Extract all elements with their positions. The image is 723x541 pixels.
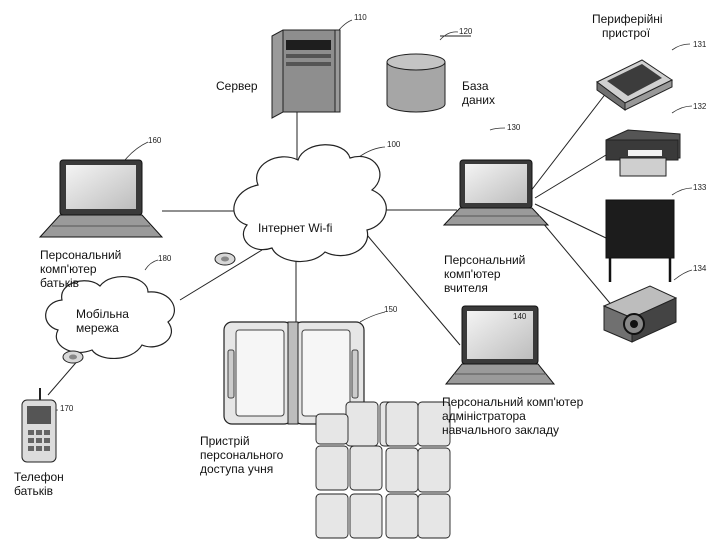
interactive-board-icon bbox=[605, 199, 675, 282]
parent-phone-ref-number: 170 bbox=[60, 404, 74, 413]
server-label: Сервер bbox=[216, 79, 258, 93]
server-ref-number: 110 bbox=[354, 13, 367, 22]
database-icon bbox=[386, 53, 446, 113]
wifi-antenna-icon bbox=[62, 252, 236, 364]
mobile-network-ref-number: 180 bbox=[158, 254, 172, 263]
mobile-phone-icon bbox=[21, 388, 57, 463]
printer-icon bbox=[605, 129, 681, 177]
teacher-pc-ref-number: 130 bbox=[507, 123, 521, 132]
mobile-network-cloud-icon bbox=[45, 276, 175, 360]
student-device-icon bbox=[223, 321, 365, 425]
parent-pc-ref-number: 160 bbox=[148, 136, 162, 145]
internet-cloud-icon bbox=[233, 144, 387, 263]
student-device-ref-number: 150 bbox=[384, 305, 398, 314]
printer-ref-number: 132 bbox=[693, 102, 707, 111]
internet-label: Інтернет Wi-fi bbox=[258, 221, 333, 235]
admin-pc-ref-number: 140 bbox=[513, 312, 527, 321]
database-ref-number: 120 bbox=[459, 27, 473, 36]
reference-leaders bbox=[39, 19, 693, 419]
admin-laptop-icon bbox=[444, 305, 556, 385]
parent-laptop-icon bbox=[38, 159, 164, 238]
teacher-laptop-icon bbox=[442, 159, 550, 226]
scanner-icon bbox=[596, 59, 674, 111]
student-device-array bbox=[315, 401, 451, 539]
server-icon bbox=[271, 29, 341, 119]
scanner-ref-number: 131 bbox=[693, 40, 707, 49]
internet-ref-number: 100 bbox=[387, 140, 401, 149]
projector-ref-number: 134 bbox=[693, 264, 707, 273]
projector-icon bbox=[602, 285, 678, 343]
board-ref-number: 133 bbox=[693, 183, 707, 192]
